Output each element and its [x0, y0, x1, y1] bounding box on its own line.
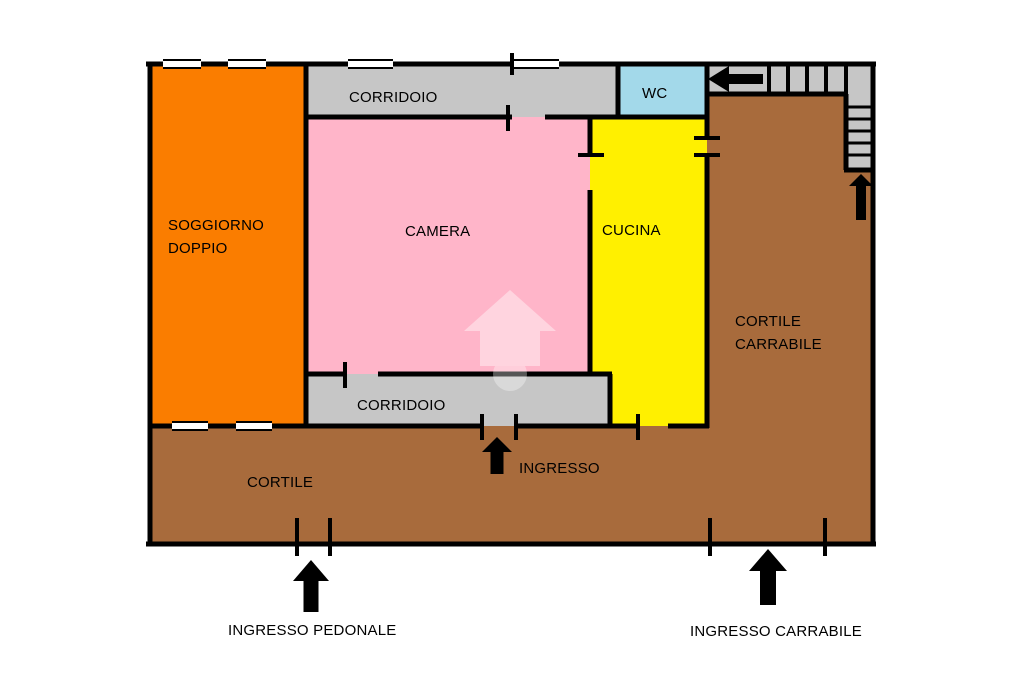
room-label-cortile-carrabile: CORTILE CARRABILE — [735, 313, 822, 353]
ingresso-carrabile-arrow-icon — [749, 549, 787, 605]
watermark-logo — [464, 290, 556, 391]
room-label-cucina: CUCINA — [602, 222, 661, 239]
room-cortile — [150, 426, 873, 544]
stairs-up-arrow-icon — [849, 174, 873, 220]
window — [514, 59, 559, 69]
door-jamb-tick — [578, 153, 604, 157]
ingresso-arrow-icon — [482, 437, 512, 474]
room-corridoio-bottom — [306, 374, 610, 426]
room-camera — [306, 117, 590, 374]
window — [348, 59, 393, 69]
ingresso-pedonale-arrow-icon — [293, 560, 329, 612]
entrance-label-pedonale: INGRESSO PEDONALE — [228, 622, 397, 639]
window — [228, 59, 266, 69]
room-label-cortile: CORTILE — [247, 474, 314, 491]
room-label-corridoio-top: CORRIDOIO — [349, 89, 438, 106]
gate-tick — [328, 518, 332, 556]
gate-left-arrow-icon — [708, 66, 763, 92]
room-wc — [618, 64, 707, 117]
door-jamb-tick — [343, 362, 347, 388]
door-jamb-tick — [694, 153, 720, 157]
room-label-corridoio-bottom: CORRIDOIO — [357, 397, 446, 414]
door-jamb-tick — [694, 136, 720, 140]
room-label-camera: CAMERA — [405, 223, 471, 240]
gate-tick — [823, 518, 827, 556]
door-jamb-tick — [636, 414, 640, 440]
room-soggiorno — [150, 64, 306, 426]
door-jamb-tick — [506, 105, 510, 131]
gate-tick — [295, 518, 299, 556]
room-corridoio-top — [306, 64, 618, 117]
window — [236, 421, 272, 431]
door-jamb-tick — [480, 414, 484, 440]
entrance-label-carrabile: INGRESSO CARRABILE — [690, 623, 862, 640]
door-jamb-tick — [514, 414, 518, 440]
room-label-wc: WC — [642, 85, 668, 102]
entrance-label-ingresso: INGRESSO — [519, 460, 600, 477]
window — [163, 59, 201, 69]
door-jamb-tick — [510, 53, 514, 75]
window — [172, 421, 208, 431]
room-label-soggiorno: SOGGIORNO DOPPIO — [168, 217, 264, 257]
gate-tick — [708, 518, 712, 556]
